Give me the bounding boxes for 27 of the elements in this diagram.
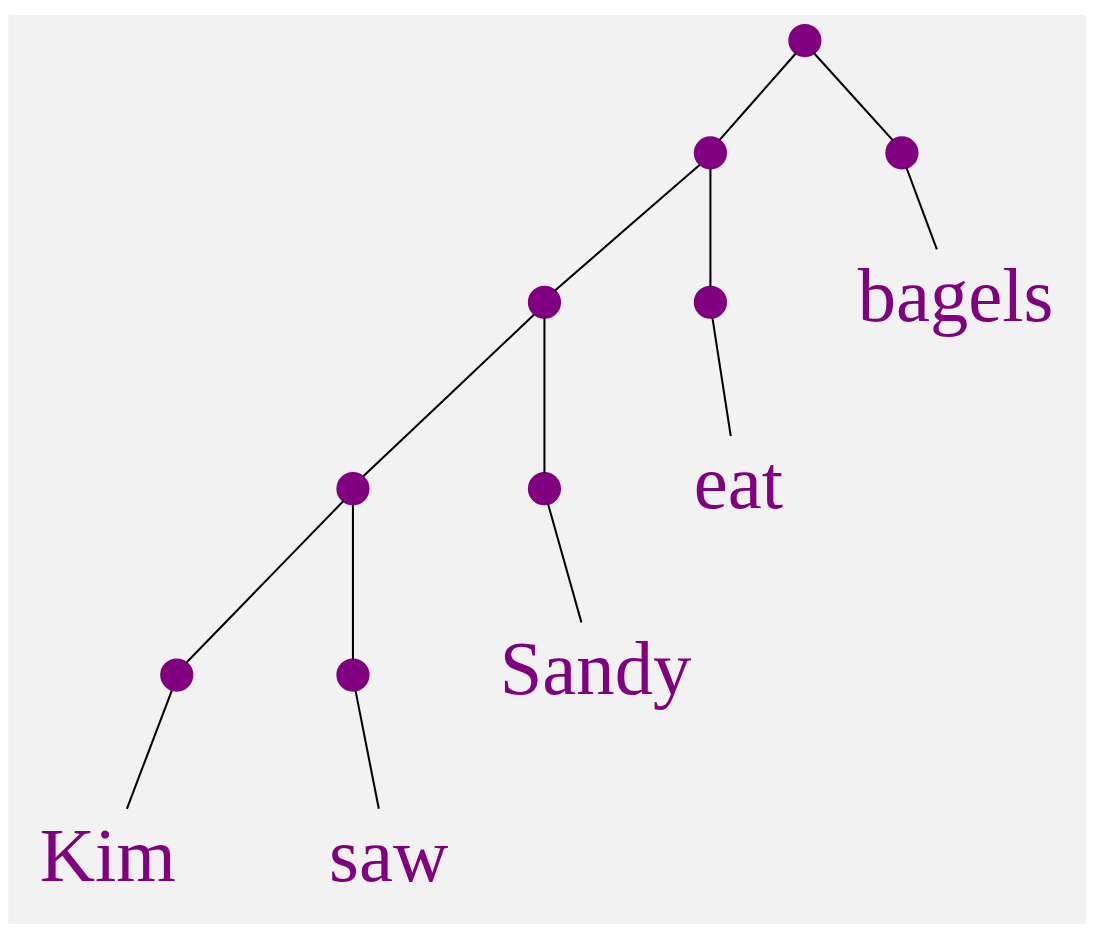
node-circle xyxy=(693,285,727,319)
connector xyxy=(185,500,345,664)
node-circle xyxy=(527,285,562,319)
node-text: Kim xyxy=(39,812,176,898)
connector xyxy=(905,167,938,250)
connector xyxy=(547,503,583,623)
connector xyxy=(543,317,546,474)
node-text: eat xyxy=(693,439,784,525)
connector xyxy=(813,52,894,141)
node-text: bagels xyxy=(857,253,1054,339)
node-circle xyxy=(336,472,370,506)
connector xyxy=(554,164,701,292)
node-circle xyxy=(527,472,562,506)
node-circle xyxy=(160,658,194,692)
node-text: Sandy xyxy=(499,626,692,712)
node-circle xyxy=(885,136,919,170)
connector xyxy=(709,168,712,287)
connector xyxy=(718,53,797,141)
connector xyxy=(125,690,173,810)
node-circle xyxy=(693,136,727,170)
node-text: saw xyxy=(329,812,449,898)
node-circle xyxy=(788,23,822,58)
connector xyxy=(362,313,535,478)
connector xyxy=(354,690,380,809)
node-circle xyxy=(336,658,370,692)
connector xyxy=(711,317,732,437)
connector xyxy=(351,504,354,660)
